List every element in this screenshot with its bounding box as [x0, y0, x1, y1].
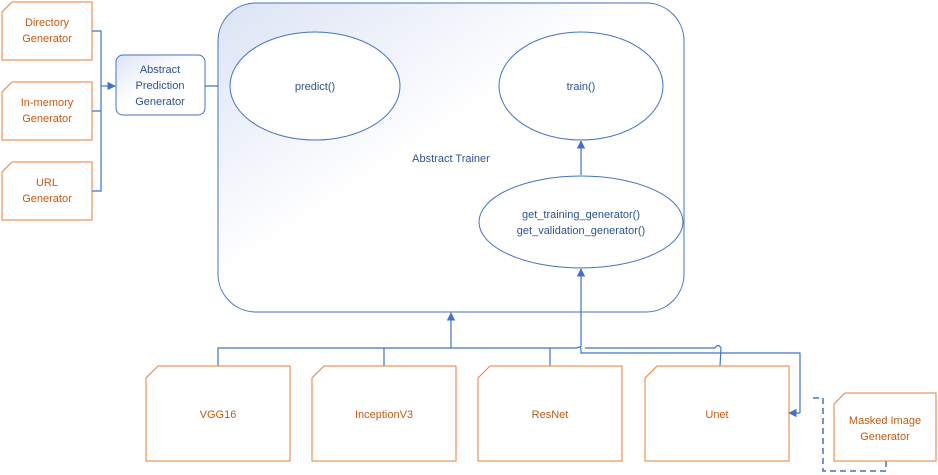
train-label: train()	[567, 81, 596, 93]
directory-generator-label-1: Directory	[25, 17, 70, 29]
masked-image-generator-box: Masked Image Generator	[833, 392, 937, 462]
url-generator-box: URL Generator	[1, 161, 93, 221]
inceptionv3-box: InceptionV3	[311, 365, 457, 462]
generators-ellipse	[478, 175, 684, 269]
in-memory-generator-label-1: In-memory	[21, 97, 74, 109]
sources-bracket-connector	[92, 30, 102, 192]
models-to-trainer-connector	[217, 344, 722, 367]
resnet-label: ResNet	[532, 409, 569, 421]
in-memory-generator-label-2: Generator	[22, 113, 72, 125]
abstract-prediction-generator-box: Abstract Prediction Generator	[115, 54, 206, 116]
train-ellipse	[498, 31, 664, 141]
abstract-trainer-label: Abstract Trainer	[412, 153, 490, 165]
unet-box: Unet	[644, 365, 790, 462]
prediction-generator-label-3: Generator	[135, 96, 185, 108]
vgg16-box: VGG16	[145, 365, 291, 462]
inceptionv3-label: InceptionV3	[355, 409, 413, 421]
predict-ellipse	[229, 31, 401, 141]
unet-to-generators-connector	[576, 346, 801, 413]
vgg16-label: VGG16	[200, 409, 237, 421]
directory-generator-box: Directory Generator	[1, 1, 93, 61]
masked-generator-label-2: Generator	[860, 431, 910, 443]
validation-generator-label: get_validation_generator()	[517, 225, 645, 237]
directory-generator-label-2: Generator	[22, 33, 72, 45]
in-memory-generator-box: In-memory Generator	[1, 81, 93, 141]
url-generator-label-2: Generator	[22, 193, 72, 205]
unet-label: Unet	[705, 409, 728, 421]
resnet-box: ResNet	[477, 365, 623, 462]
prediction-generator-label-1: Abstract	[140, 64, 180, 76]
training-generator-label: get_training_generator()	[522, 209, 640, 221]
prediction-generator-label-2: Prediction	[136, 80, 185, 92]
masked-generator-dashed-connector	[810, 397, 887, 472]
predict-label: predict()	[295, 81, 335, 93]
masked-generator-label-1: Masked Image	[849, 415, 921, 427]
url-generator-label-1: URL	[36, 177, 58, 189]
